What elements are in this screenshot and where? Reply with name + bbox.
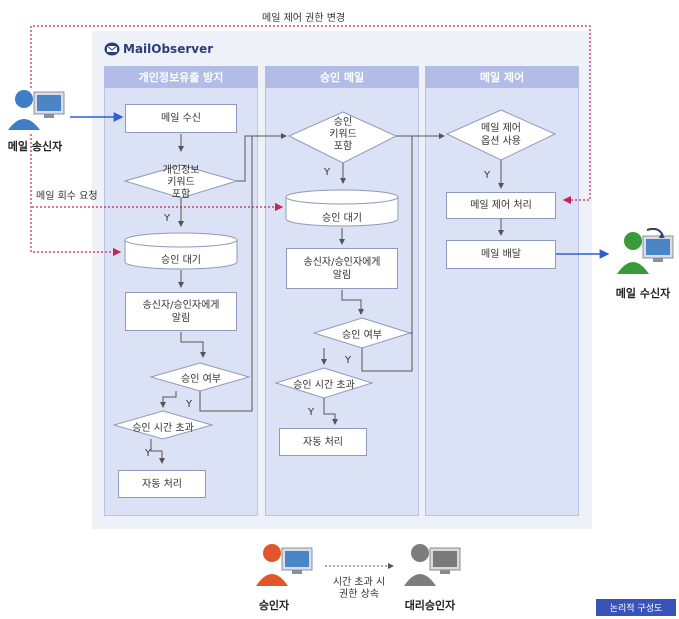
node-privacy-keyword-line1: 개인정보 [162, 165, 200, 176]
node-privacy-keyword-line2: 키워드 [167, 177, 195, 188]
node-approval-notify-line2: 알림 [332, 269, 352, 281]
envelope-icon [104, 42, 120, 56]
node-privacy-auto: 자동 처리 [118, 470, 206, 498]
delegation-label: 시간 초과 시 권한 상속 [322, 577, 396, 601]
node-approval-keyword: 승인 키워드 포함 [289, 117, 397, 153]
approver-label: 승인자 [258, 599, 290, 612]
node-approval-auto: 자동 처리 [279, 428, 367, 456]
sender-wait-path [30, 134, 122, 257]
y-label: Y [164, 213, 171, 224]
y-label: Y [186, 399, 193, 410]
delegation-line1: 시간 초과 시 [332, 577, 386, 588]
node-approval-keyword-line1: 승인 [333, 117, 353, 128]
y-label: Y [308, 407, 315, 418]
node-approval-keyword-line2: 키워드 [329, 129, 357, 140]
node-approval-approved: 승인 여부 [342, 330, 382, 341]
node-control-option-line1: 메일 제어 [481, 123, 521, 134]
node-control-deliver: 메일 배달 [446, 240, 556, 269]
deputy-person-icon [404, 544, 461, 586]
node-approval-notify: 송신자/승인자에게 알림 [286, 248, 398, 289]
sender-label: 메일 송신자 [7, 140, 63, 153]
lane-title-privacy: 개인정보유출 방지 [104, 66, 258, 88]
logo-text: MailObserver [123, 42, 214, 56]
approver-person-icon [256, 544, 313, 586]
diamond-privacy-timeout [112, 410, 214, 440]
lane-title-control: 메일 제어 [425, 66, 579, 88]
node-privacy-notify-line2: 알림 [171, 312, 191, 324]
control-change-path [30, 25, 591, 205]
node-privacy-keyword-line3: 포함 [171, 189, 191, 200]
delegation-line2: 권한 상속 [339, 589, 379, 600]
recall-label: 메일 회수 요청 [36, 191, 98, 202]
top-arrow-label: 메일 제어 권한 변경 [262, 13, 346, 24]
node-privacy-timeout: 승인 시간 초과 [132, 423, 194, 434]
y-label: Y [145, 448, 152, 459]
lane-title-approval: 승인 메일 [265, 66, 419, 88]
node-approval-timeout: 승인 시간 초과 [293, 380, 355, 391]
node-control-process: 메일 제어 처리 [446, 192, 556, 219]
mailobserver-logo: MailObserver [104, 42, 213, 56]
node-control-option: 메일 제어 옵션 사용 [447, 122, 555, 148]
cylinder-privacy-wait [124, 240, 238, 270]
node-privacy-receive: 메일 수신 [125, 104, 237, 133]
node-approval-notify-line1: 송신자/승인자에게 [303, 256, 381, 268]
node-privacy-notify: 송신자/승인자에게 알림 [125, 292, 237, 331]
sender-person-icon [8, 90, 65, 130]
cylinder-approval-wait [285, 197, 399, 227]
legend-badge: 논리적 구성도 [596, 599, 676, 616]
y-label: Y [484, 170, 491, 181]
y-label: Y [345, 355, 352, 366]
deputy-label: 대리승인자 [404, 599, 456, 612]
node-privacy-approved: 승인 여부 [181, 374, 221, 385]
node-control-option-line2: 옵션 사용 [481, 136, 521, 147]
receiver-label: 메일 수신자 [615, 287, 671, 300]
node-approval-wait: 승인 대기 [322, 213, 362, 224]
node-privacy-keyword: 개인정보 키워드 포함 [125, 165, 237, 201]
receiver-person-icon [617, 228, 674, 274]
node-approval-keyword-line3: 포함 [333, 141, 353, 152]
node-privacy-notify-line1: 송신자/승인자에게 [142, 299, 220, 311]
y-label: Y [324, 167, 331, 178]
node-privacy-wait: 승인 대기 [161, 255, 201, 266]
